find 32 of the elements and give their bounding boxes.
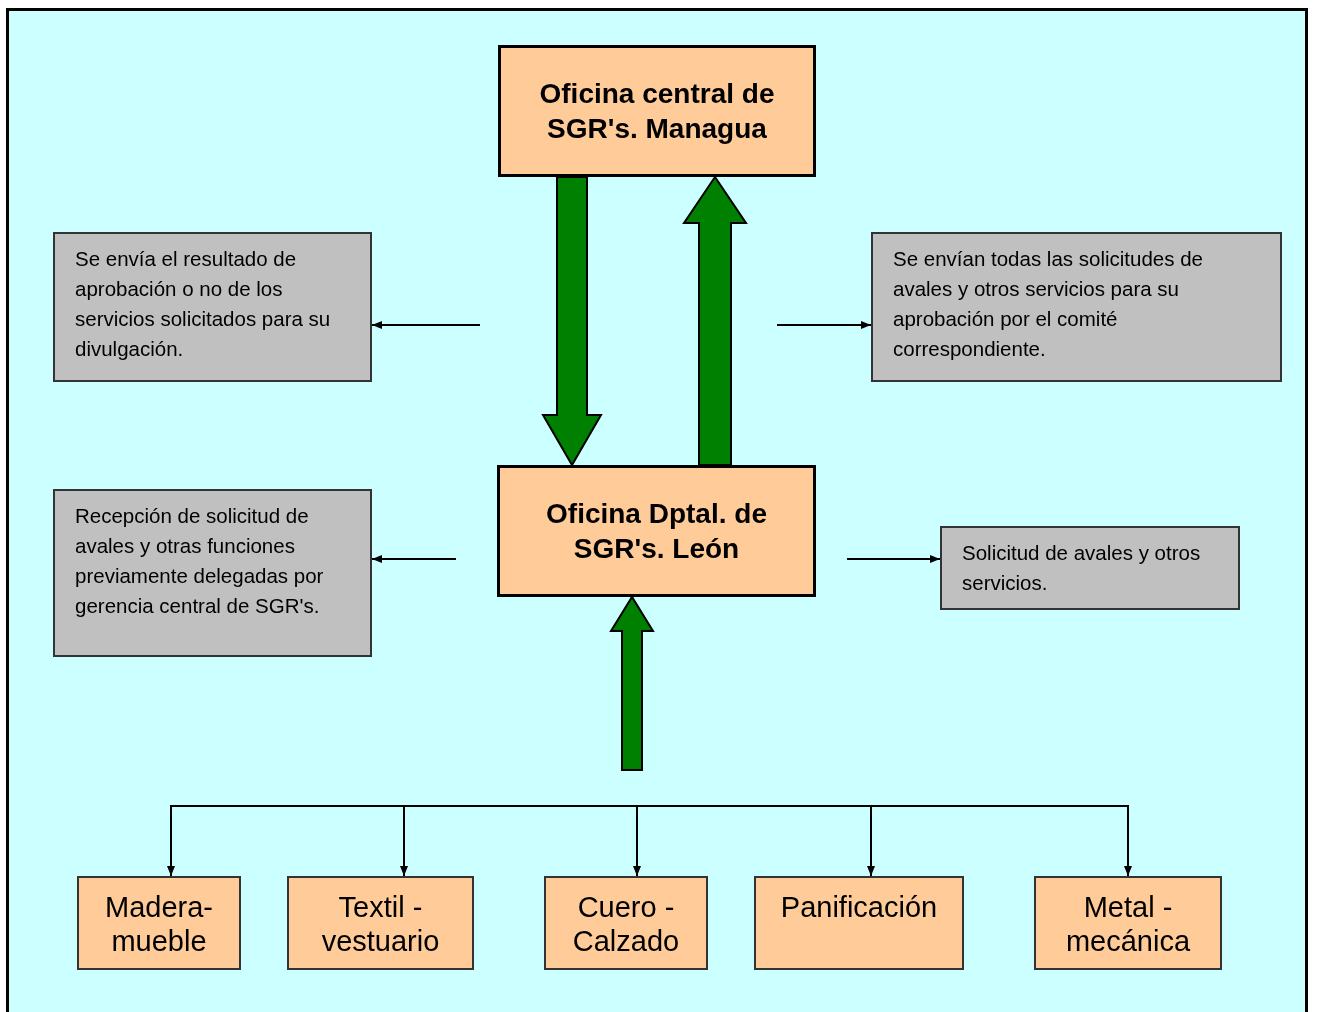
note-text: Recepción de solicitud de avales y otras funciones previamente delegadas por gerencia central de SGR's.	[75, 503, 325, 619]
arrow	[400, 805, 633, 877]
sector-label: Textil - vestuario	[320, 890, 441, 958]
note-box	[53, 489, 372, 657]
note-box	[940, 526, 1240, 610]
sector-label: Madera-mueble	[104, 890, 214, 958]
note-box	[871, 232, 1282, 382]
sector-label: Cuero - Calzado	[571, 890, 681, 958]
sector-box	[754, 876, 964, 970]
arrow	[631, 805, 1132, 877]
note-text: Se envían todas las solicitudes de avales y otros servicios para su aprobación por el comité correspondiente.	[893, 246, 1204, 362]
sector-label: Panificación	[780, 890, 938, 924]
sector-box	[287, 876, 474, 970]
office-box	[497, 465, 816, 597]
arrow	[631, 805, 641, 877]
sector-label: Metal - mecánica	[1064, 890, 1192, 958]
block-arrow	[682, 175, 748, 466]
note-text: Solicitud de avales y otros servicios.	[962, 540, 1202, 596]
office-title: Oficina central de SGR's. Managua	[538, 77, 776, 146]
sector-box	[544, 876, 708, 970]
arrow	[371, 321, 481, 329]
note-text: Se envía el resultado de aprobación o no de los servicios solicitados para su divulgación.	[75, 246, 332, 362]
arrow	[371, 555, 457, 563]
block-arrow	[609, 595, 655, 771]
sector-box	[1034, 876, 1222, 970]
office-box	[498, 45, 816, 177]
office-title: Oficina Dptal. de SGR's. León	[545, 497, 768, 566]
sector-box	[77, 876, 241, 970]
note-box	[53, 232, 372, 382]
block-arrow	[541, 176, 603, 467]
arrow	[846, 555, 941, 563]
arrow	[776, 321, 872, 329]
